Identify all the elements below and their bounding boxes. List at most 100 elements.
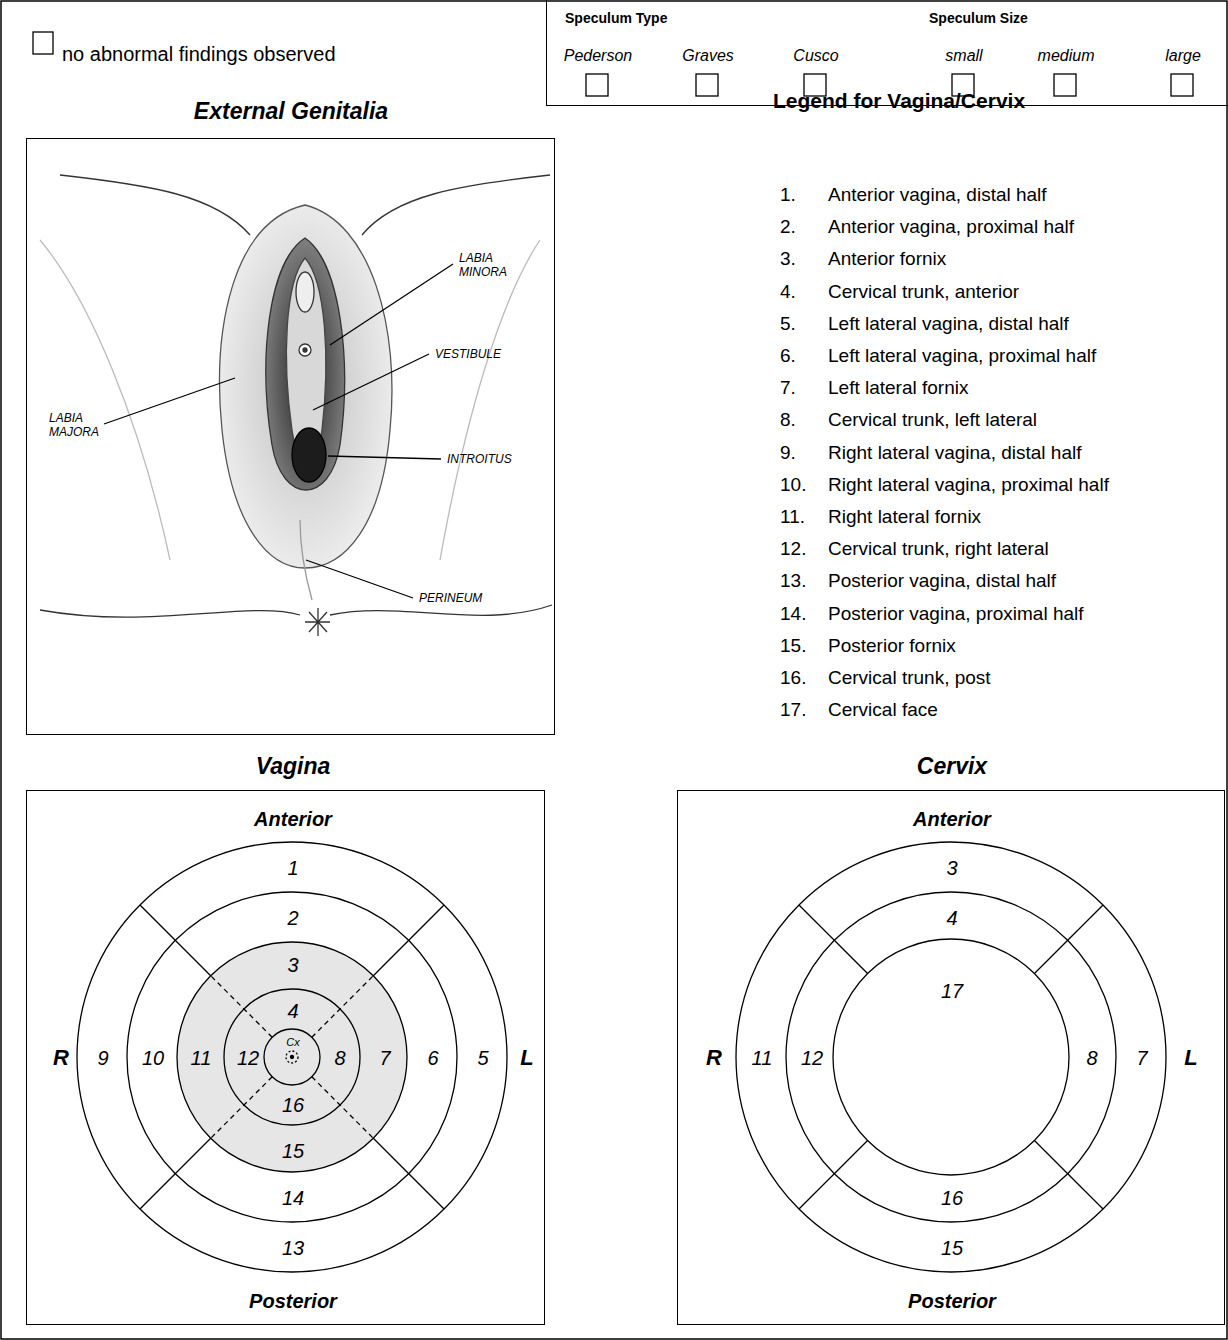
sector-line	[373, 905, 444, 976]
legend-item: Left lateral vagina, proximal half	[828, 345, 1096, 367]
side-label: R	[706, 1045, 722, 1070]
region-number: 15	[941, 1237, 963, 1260]
region-number: 10	[142, 1047, 164, 1070]
legend-item: Left lateral fornix	[828, 377, 968, 399]
legend-number: 16.	[780, 667, 806, 689]
region-number: 3	[946, 857, 957, 880]
region-number: 6	[427, 1047, 438, 1070]
anatomy-label: LABIA MINORA	[459, 251, 521, 280]
genitalia-illustration	[40, 175, 552, 636]
legend-number: 14.	[780, 603, 806, 625]
region-number: 15	[282, 1140, 304, 1163]
legend-item: Cervical face	[828, 699, 938, 721]
region-number: 13	[282, 1237, 304, 1260]
legend-item: Cervical trunk, anterior	[828, 281, 1019, 303]
sector-line	[140, 1138, 211, 1209]
legend-item: Cervical trunk, post	[828, 667, 991, 689]
cervix-diagram	[736, 842, 1166, 1272]
panel-title: Cervix	[917, 753, 987, 779]
region-number: 11	[191, 1047, 212, 1070]
legend-number: 6.	[780, 345, 796, 367]
region-number: 17	[941, 980, 963, 1003]
option-label: medium	[1038, 47, 1095, 65]
legend-number: 4.	[780, 281, 796, 303]
region-number: 4	[287, 1000, 298, 1023]
region-number: 1	[287, 857, 298, 880]
group-heading: Speculum Type	[565, 10, 667, 26]
legend-number: 3.	[780, 248, 796, 270]
vagina-diagram	[77, 842, 507, 1272]
sector-line	[211, 1077, 273, 1139]
vagina-map-panel: VaginaAnterior1234R9101112Cx8765L1615141…	[26, 790, 545, 1325]
legend-number: 13.	[780, 570, 806, 592]
legend-item: Anterior fornix	[828, 248, 946, 270]
orientation-label: Anterior	[913, 808, 991, 831]
region-number: 3	[287, 954, 298, 977]
side-label: L	[1184, 1045, 1197, 1070]
option-label: small	[945, 47, 982, 65]
option-label: Cusco	[793, 47, 838, 65]
leader-lines	[104, 264, 453, 598]
checkboxes	[33, 32, 1193, 96]
sector-line	[799, 1140, 868, 1209]
region-number: 12	[237, 1047, 259, 1070]
panel-title: External Genitalia	[194, 98, 388, 124]
legend-number: 15.	[780, 635, 806, 657]
anatomy-label: VESTIBULE	[435, 347, 501, 361]
legend-item: Posterior vagina, distal half	[828, 570, 1056, 592]
orientation-label: Anterior	[254, 808, 332, 831]
group-heading: Speculum Size	[929, 10, 1028, 26]
legend-number: 1.	[780, 184, 796, 206]
legend-number: 11.	[780, 506, 805, 528]
anatomy-label: PERINEUM	[419, 591, 482, 605]
legend-number: 7.	[780, 377, 796, 399]
legend-number: 12.	[780, 538, 806, 560]
sector-line	[799, 905, 868, 974]
region-number: 7	[1136, 1047, 1147, 1070]
panel-title: Vagina	[256, 753, 331, 779]
region-number: 7	[379, 1047, 390, 1070]
legend-item: Right lateral fornix	[828, 506, 981, 528]
region-number: 9	[97, 1047, 108, 1070]
orientation-label: Posterior	[908, 1290, 996, 1313]
legend-item: Right lateral vagina, distal half	[828, 442, 1081, 464]
legend-number: 5.	[780, 313, 796, 335]
legend-title: Legend for Vagina/Cervix	[773, 89, 1025, 113]
sector-line	[1034, 905, 1103, 974]
legend-item: Anterior vagina, proximal half	[828, 216, 1074, 238]
option-label: Pederson	[564, 47, 633, 65]
cervix-mark: Cx	[286, 1036, 299, 1049]
region-number: 16	[941, 1187, 963, 1210]
region-number: 12	[801, 1047, 823, 1070]
anatomy-label: INTROITUS	[447, 452, 512, 466]
sector-line	[312, 976, 374, 1038]
illustration-panel: External GenitaliaLABIA MINORAVESTIBULEI…	[26, 138, 555, 735]
legend-number: 9.	[780, 442, 796, 464]
sector-line	[373, 1138, 444, 1209]
option-label: Graves	[682, 47, 734, 65]
region-number: 4	[946, 907, 957, 930]
cervix-map-panel: CervixAnterior3417R111287L1615Posterior	[677, 790, 1225, 1325]
region-number: 5	[477, 1047, 488, 1070]
legend-number: 8.	[780, 409, 796, 431]
region-number: 2	[287, 907, 298, 930]
sector-line	[312, 1077, 374, 1139]
checkbox-label: no abnormal findings observed	[62, 43, 336, 66]
legend-item: Posterior vagina, proximal half	[828, 603, 1084, 625]
sector-line	[140, 905, 211, 976]
anatomy-label: LABIA MAJORA	[49, 411, 111, 440]
legend-item: Cervical trunk, left lateral	[828, 409, 1037, 431]
legend-item: Right lateral vagina, proximal half	[828, 474, 1109, 496]
region-number: 16	[282, 1094, 304, 1117]
legend-item: Cervical trunk, right lateral	[828, 538, 1049, 560]
region-number: 11	[752, 1047, 773, 1070]
side-label: R	[53, 1045, 69, 1070]
side-label: L	[520, 1045, 533, 1070]
legend-number: 17.	[780, 699, 806, 721]
region-number: 14	[282, 1187, 304, 1210]
legend-item: Left lateral vagina, distal half	[828, 313, 1069, 335]
legend-item: Anterior vagina, distal half	[828, 184, 1047, 206]
region-number: 8	[1086, 1047, 1097, 1070]
option-label: large	[1165, 47, 1201, 65]
